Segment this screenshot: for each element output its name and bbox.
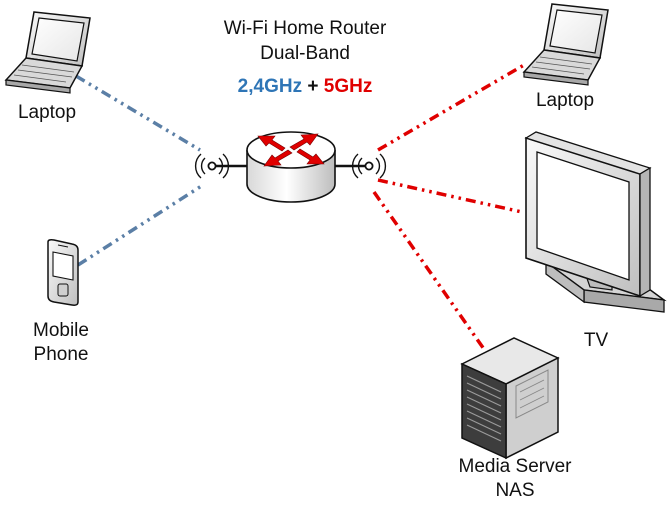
diagram-title: Wi-Fi Home Router Dual-Band xyxy=(160,16,450,66)
antenna-left-icon xyxy=(194,153,230,179)
band-label: 2,4GHz + 5GHz xyxy=(160,74,450,99)
router-icon xyxy=(194,131,387,203)
server-icon xyxy=(460,337,560,460)
antenna-right-icon xyxy=(351,153,387,179)
tv-icon xyxy=(524,131,667,313)
band-24ghz-label: 2,4GHz xyxy=(237,76,303,97)
band-5ghz-label: 5GHz xyxy=(323,76,373,97)
laptop-left-icon xyxy=(4,11,91,94)
title-line-2: Dual-Band xyxy=(260,43,350,64)
mobile-phone-label-line-2: Phone xyxy=(33,344,89,365)
laptop-left-label: Laptop xyxy=(17,102,77,123)
laptop-right-label: Laptop xyxy=(535,90,595,111)
link-24ghz-laptop xyxy=(75,74,201,152)
media-server-label: Media Server NAS xyxy=(420,455,610,503)
link-5ghz-laptop xyxy=(377,63,525,152)
title-line-1: Wi-Fi Home Router xyxy=(223,18,387,39)
mobile-phone-label-line-1: Mobile xyxy=(33,320,89,341)
laptop-right-icon xyxy=(522,3,609,86)
link-24ghz-mobile-phone xyxy=(77,183,204,267)
media-server-label-line-1: Media Server xyxy=(458,456,572,477)
link-5ghz-media-server xyxy=(372,190,488,354)
media-server-label-line-2: NAS xyxy=(495,480,535,501)
mobile-phone-label: Mobile Phone xyxy=(6,319,116,367)
mobile-phone-icon xyxy=(47,239,79,306)
band-plus: + xyxy=(307,76,319,97)
tv-label: TV xyxy=(583,330,609,351)
link-5ghz-tv xyxy=(377,178,523,214)
